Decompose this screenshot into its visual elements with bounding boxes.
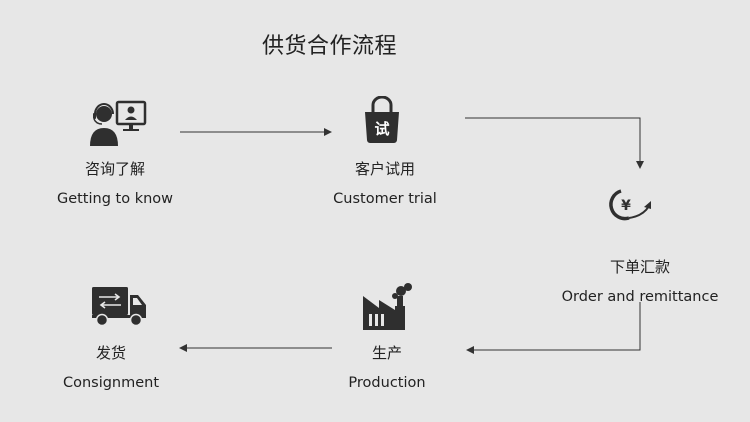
step-getting-to-know: 咨询了解 Getting to know <box>40 158 190 207</box>
bag-icon-text: 试 <box>374 120 389 138</box>
step-label-zh: 发货 <box>95 344 126 362</box>
step-label-en: Getting to know <box>56 191 174 207</box>
step-label-zh: 咨询了解 <box>84 160 145 178</box>
step-label-en: Order and remittance <box>561 289 719 305</box>
step-label-en: Consignment <box>62 375 160 391</box>
consulting-person-monitor-icon <box>90 100 147 146</box>
page-title: 供货合作流程 <box>262 34 398 59</box>
step-label-zh: 下单汇款 <box>609 258 670 276</box>
step-label-zh: 生产 <box>371 344 402 362</box>
arrow-3-to-4 <box>466 302 641 354</box>
yen-icon-text: ¥ <box>621 198 631 214</box>
step-order-remittance: 下单汇款 Order and remittance <box>545 256 735 305</box>
delivery-truck-icon <box>92 287 146 327</box>
yen-refresh-icon: ¥ <box>609 189 651 221</box>
factory-icon <box>363 283 412 330</box>
step-label-en: Production <box>348 375 426 391</box>
step-consignment: 发货 Consignment <box>36 342 186 391</box>
step-label-zh: 客户试用 <box>354 160 415 178</box>
shopping-bag-trial-icon: 试 <box>365 96 399 143</box>
step-label-en: Customer trial <box>333 191 437 207</box>
step-production: 生产 Production <box>312 342 462 391</box>
arrow-2-to-3 <box>465 117 644 169</box>
step-customer-trial: 客户试用 Customer trial <box>310 158 460 207</box>
